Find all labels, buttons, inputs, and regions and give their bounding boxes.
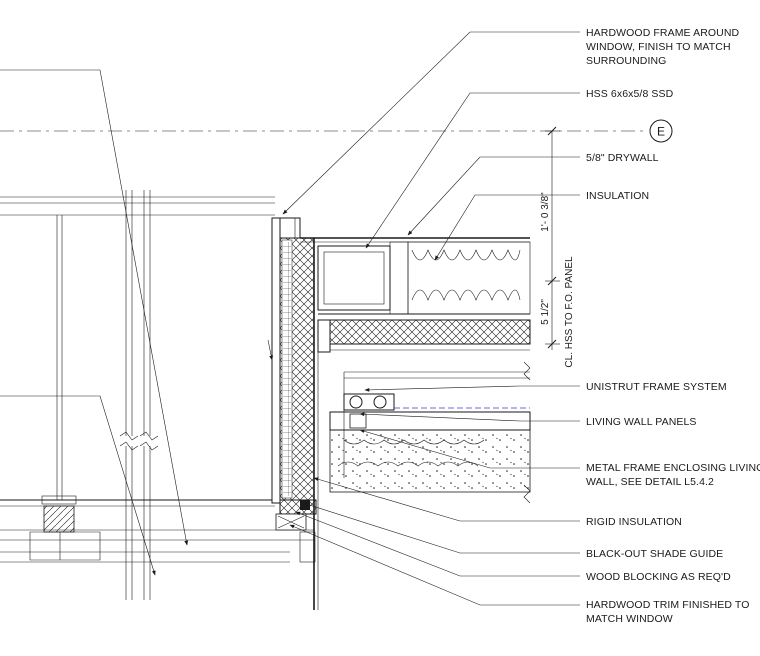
label-insulation: INSULATION: [586, 190, 649, 202]
leader-shade: [299, 501, 580, 554]
label-drywall: 5/8" DRYWALL: [586, 152, 659, 164]
leader-metal-frame: [359, 429, 580, 469]
grid-bubble: [649, 119, 673, 143]
leader-hardwood-frame: [282, 31, 580, 215]
label-metal-frame-2: WALL, SEE DETAIL L5.4.2: [586, 476, 714, 488]
dim-lower: 5 1/2": [540, 299, 551, 325]
leader-rigid: [313, 477, 580, 522]
leader-drywall: [407, 156, 580, 236]
window-mullions: [56, 190, 159, 600]
leader-lines: [0, 31, 580, 606]
grid-tag: E: [657, 125, 665, 139]
label-hardwood-frame-3: SURROUNDING: [586, 55, 666, 67]
leader-left-2: [0, 395, 156, 576]
callout-labels: HARDWOOD FRAME AROUND WINDOW, FINISH TO …: [586, 27, 760, 625]
dimension-string: 1'- 0 3/8" 5 1/2" CL. HSS TO F.O. PANEL: [540, 126, 575, 368]
leader-living-wall: [359, 412, 580, 422]
label-hardwood-frame-2: WINDOW, FINISH TO MATCH: [586, 41, 731, 53]
leader-trim: [289, 524, 580, 606]
label-metal-frame-1: METAL FRAME ENCLOSING LIVING: [586, 462, 760, 474]
dim-upper: 1'- 0 3/8": [540, 192, 551, 232]
label-rigid: RIGID INSULATION: [586, 516, 682, 528]
leader-blocking: [295, 511, 580, 577]
ceiling-soffit: [300, 237, 531, 353]
label-hardwood-frame-1: HARDWOOD FRAME AROUND: [586, 27, 740, 39]
leader-hss: [365, 92, 580, 249]
leader-unistrut: [364, 385, 580, 392]
wall-assembly: [271, 217, 319, 610]
label-unistrut: UNISTRUT FRAME SYSTEM: [586, 381, 727, 393]
living-wall: [329, 361, 531, 504]
label-shade: BLACK-OUT SHADE GUIDE: [586, 548, 723, 560]
leader-insulation: [434, 194, 580, 261]
label-hss: HSS 6x6x5/8 SSD: [586, 88, 674, 100]
label-trim-1: HARDWOOD TRIM FINISHED TO: [586, 599, 750, 611]
leader-frame-tick: [267, 339, 274, 361]
dim-note: CL. HSS TO F.O. PANEL: [564, 256, 575, 368]
leader-left-1: [0, 69, 189, 546]
label-living-wall: LIVING WALL PANELS: [586, 416, 697, 428]
label-trim-2: MATCH WINDOW: [586, 613, 673, 625]
label-blocking: WOOD BLOCKING AS REQ'D: [586, 571, 731, 583]
window-sill: [0, 495, 316, 563]
